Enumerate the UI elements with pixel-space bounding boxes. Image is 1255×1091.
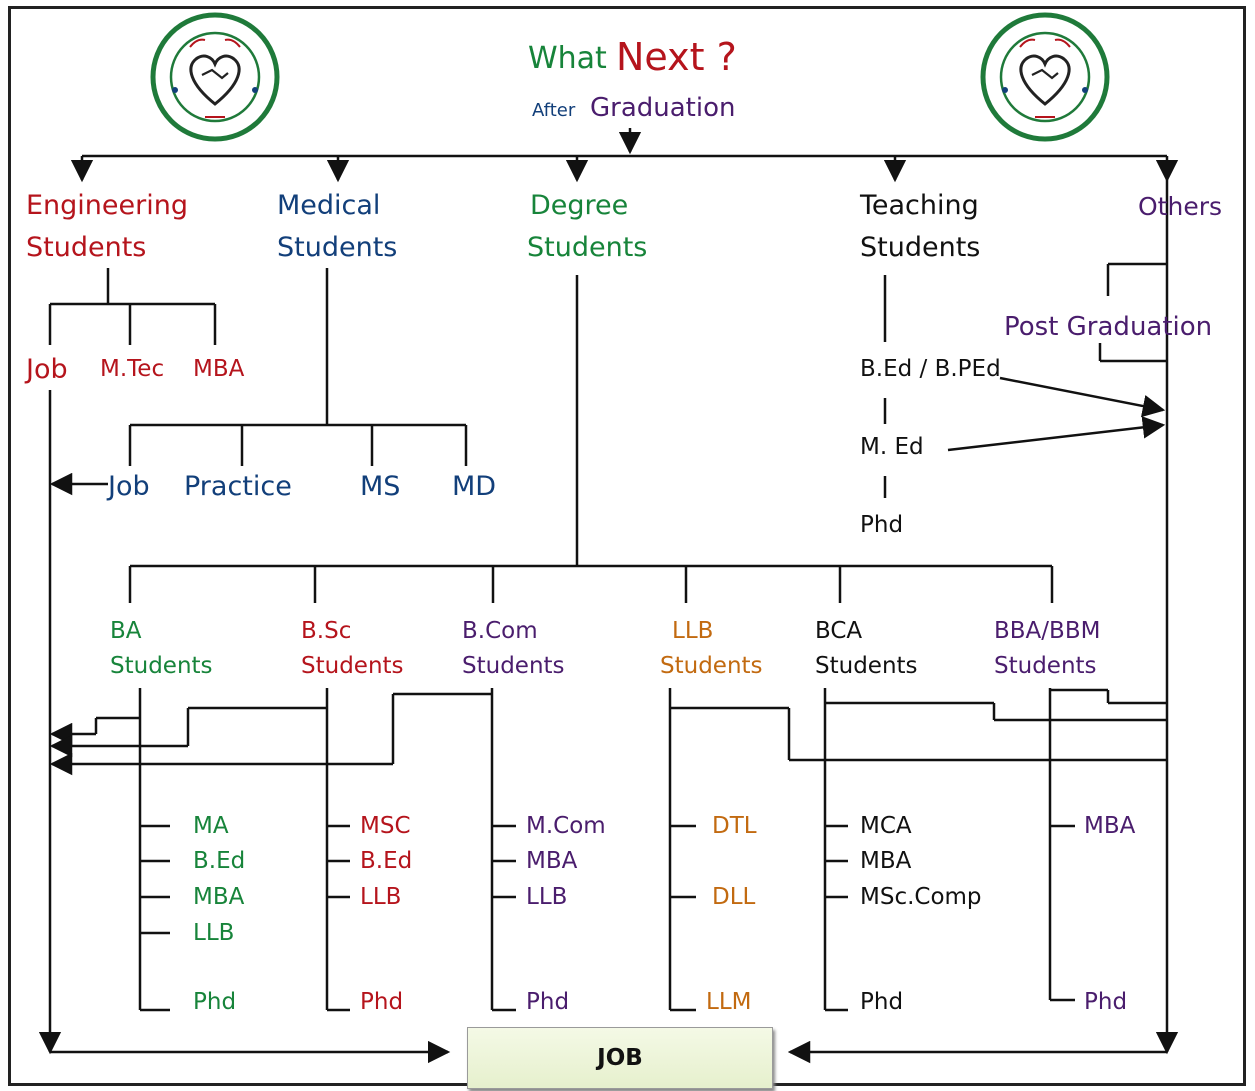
medical-option: MS <box>360 471 401 502</box>
engineering-option: M.Tec <box>100 356 165 382</box>
llb-label: LLB <box>672 618 714 644</box>
others-label: Others <box>1138 192 1223 221</box>
bca-option: MSc.Comp <box>860 884 982 910</box>
llb-option: LLM <box>706 989 752 1015</box>
ba-label-2: Students <box>110 653 213 679</box>
bsc-label: B.Sc <box>301 618 352 644</box>
engineering-label: Engineering <box>26 190 188 221</box>
engineering-option: Job <box>26 354 68 385</box>
title-after: After <box>532 100 576 121</box>
title-graduation: Graduation <box>590 93 736 123</box>
handshake-heart-icon <box>1019 54 1071 106</box>
teaching-option: Phd <box>860 512 904 538</box>
teaching-option: M. Ed <box>860 434 924 460</box>
bsc-option: Phd <box>360 989 404 1015</box>
bcom-option: LLB <box>526 884 568 910</box>
bcom-option: M.Com <box>526 813 606 839</box>
bcom-label-2: Students <box>462 653 565 679</box>
medical-label-2: Students <box>277 232 398 263</box>
post-graduation-label: Post Graduation <box>1004 312 1213 342</box>
bcom-label: B.Com <box>462 618 538 644</box>
medical-label: Medical <box>277 190 381 221</box>
logo-right <box>980 12 1110 142</box>
title-what: What <box>528 41 607 76</box>
ba-label: BA <box>110 618 142 644</box>
medical-option: MD <box>452 471 497 502</box>
bba-option: MBA <box>1084 813 1136 839</box>
bca-option: MCA <box>860 813 912 839</box>
bba-option: Phd <box>1084 989 1128 1015</box>
medical-option: Job <box>108 471 150 502</box>
ba-option: Phd <box>193 989 237 1015</box>
llb-option: DTL <box>712 813 757 839</box>
ba-option: MA <box>193 813 229 839</box>
llb-label-2: Students <box>660 653 763 679</box>
bba-label: BBA/BBM <box>994 618 1101 644</box>
degree-label-2: Students <box>527 232 648 263</box>
ba-option: MBA <box>193 884 245 910</box>
bca-label-2: Students <box>815 653 918 679</box>
bsc-label-2: Students <box>301 653 404 679</box>
bca-option: Phd <box>860 989 904 1015</box>
degree-label: Degree <box>530 190 629 221</box>
bsc-option: MSC <box>360 813 411 839</box>
bba-label-2: Students <box>994 653 1097 679</box>
teaching-option: B.Ed / B.PEd <box>860 356 1001 382</box>
bca-label: BCA <box>815 618 863 644</box>
handshake-heart-icon <box>189 54 241 106</box>
ba-option: LLB <box>193 920 235 946</box>
medical-option: Practice <box>184 471 292 502</box>
bcom-option: MBA <box>526 848 578 874</box>
teaching-label: Teaching <box>860 190 979 221</box>
llb-option: DLL <box>712 884 756 910</box>
ba-option: B.Ed <box>193 848 246 874</box>
title-next: Next ? <box>616 35 737 79</box>
bsc-option: B.Ed <box>360 848 413 874</box>
bsc-option: LLB <box>360 884 402 910</box>
bcom-option: Phd <box>526 989 570 1015</box>
teaching-label-2: Students <box>860 232 981 263</box>
job-box: JOB <box>467 1027 773 1089</box>
bca-option: MBA <box>860 848 912 874</box>
logo-left <box>150 12 280 142</box>
engineering-label-2: Students <box>26 232 147 263</box>
engineering-option: MBA <box>193 356 245 382</box>
